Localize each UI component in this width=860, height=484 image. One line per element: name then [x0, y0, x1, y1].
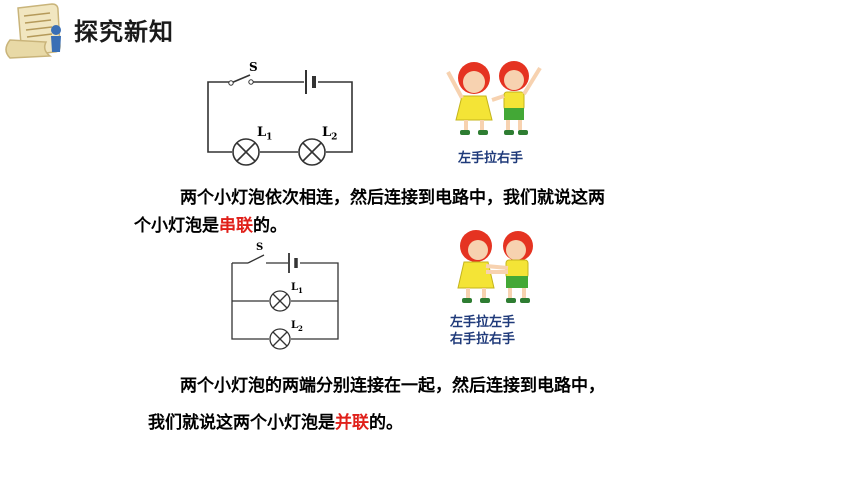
- parallel-lamp2-label: L2: [291, 320, 303, 333]
- series-caption: 左手拉右手: [458, 151, 524, 166]
- parallel-caption-line1: 左手拉左手: [450, 315, 516, 330]
- series-lamp2-label: L2: [322, 125, 338, 143]
- series-term: 串联: [219, 216, 253, 236]
- parallel-paragraph-line1: 两个小灯泡的两端分别连接在一起，然后连接到电路中，: [180, 376, 605, 396]
- kids-holding-both-hands-parallel-illustration: [457, 230, 533, 303]
- parallel-caption-line2: 右手拉右手: [450, 332, 516, 347]
- series-paragraph-line2: 个小灯泡是串联的。: [134, 216, 287, 236]
- parallel-paragraph-line2: 我们就说这两个小灯泡是并联的。: [148, 413, 403, 433]
- series-switch-label: S: [249, 60, 258, 74]
- series-circuit-diagram: [207, 70, 353, 166]
- parallel-circuit-diagram: [231, 253, 339, 350]
- series-paragraph-line1: 两个小灯泡依次相连，然后连接到电路中，我们就说这两: [180, 188, 605, 208]
- kids-holding-hands-series-illustration: [446, 61, 542, 135]
- page-title: 探究新知: [74, 18, 174, 46]
- parallel-lamp1-label: L1: [291, 282, 303, 295]
- parallel-switch-label: S: [256, 242, 264, 253]
- series-lamp1-label: L1: [257, 125, 273, 143]
- parallel-term: 并联: [335, 413, 369, 433]
- scroll-figure-icon: [5, 3, 61, 59]
